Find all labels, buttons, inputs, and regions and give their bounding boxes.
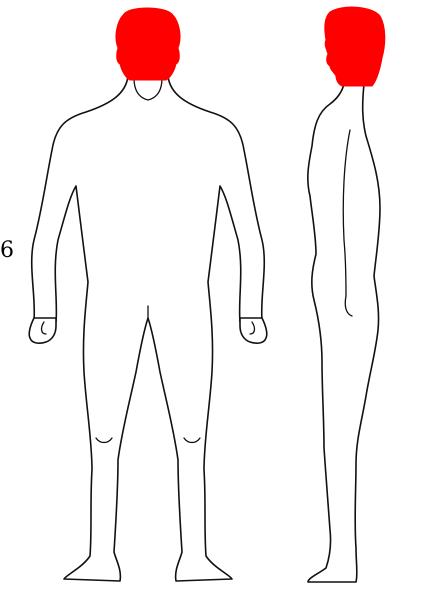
side-view-figure [308,7,385,582]
front-body-outline [32,76,265,581]
front-view-figure [29,8,267,581]
front-right-hand [240,318,267,343]
edge-label: 6 [0,240,14,262]
side-body-outline [308,84,380,582]
front-head [116,8,180,80]
side-head [325,7,385,86]
front-left-hand [29,318,56,343]
